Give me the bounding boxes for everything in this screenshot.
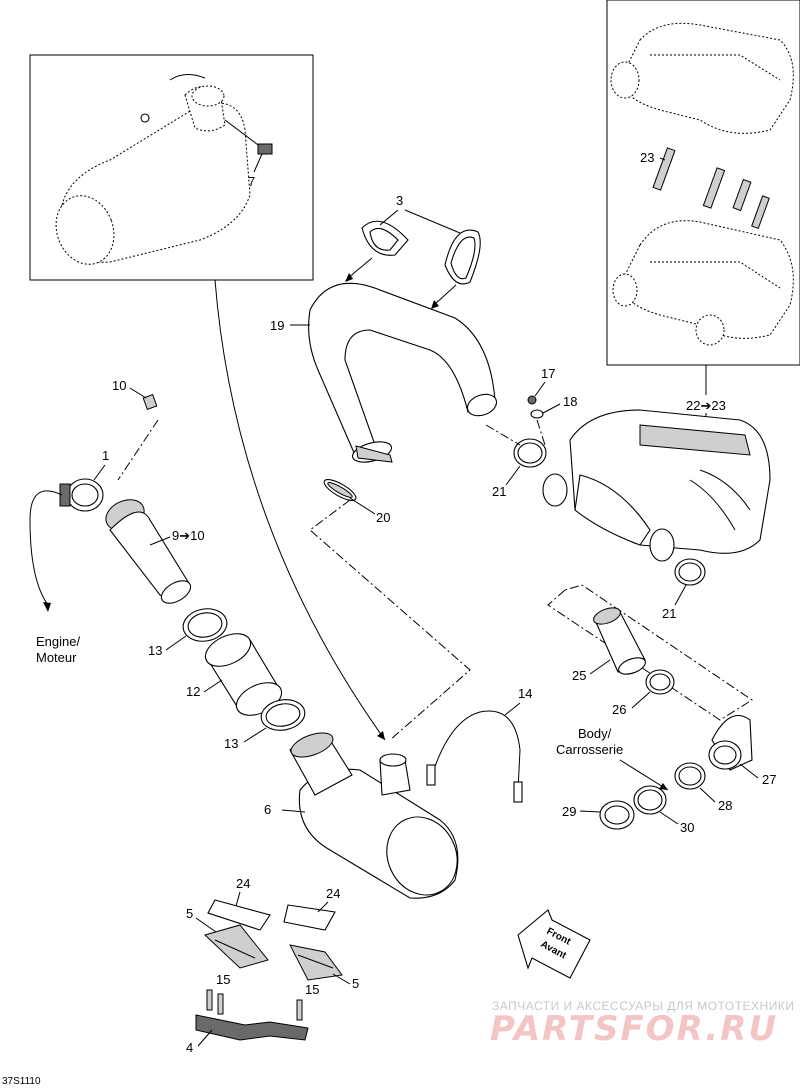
callout-26: 26: [612, 702, 626, 717]
leader-inset-to-6: [214, 279, 386, 741]
callout-20: 20: [376, 510, 390, 525]
callout-15b: 15: [305, 982, 319, 997]
callout-12: 12: [186, 684, 200, 699]
callout-19: 19: [270, 318, 284, 333]
label-engine: Engine/: [36, 634, 80, 649]
callout-18: 18: [563, 394, 577, 409]
callout-22-23: 22➔23: [686, 398, 726, 413]
callout-25: 25: [572, 668, 586, 683]
washer-18: [530, 409, 544, 419]
strap-14: [426, 710, 523, 803]
bolt-15b: [296, 999, 303, 1021]
callout-24a: 24: [236, 876, 250, 891]
callout-21b: 21: [662, 606, 676, 621]
inset-heat-shield-detail: [606, 0, 800, 366]
pad-24a: [207, 899, 271, 931]
label-moteur: Moteur: [36, 650, 77, 665]
callout-5b: 5: [352, 976, 359, 991]
muffler-22: [542, 409, 771, 562]
bolt-17: [527, 395, 537, 405]
label-carrosserie: Carrosserie: [556, 742, 623, 757]
watermark-brand: PARTSFOR.RU: [490, 1009, 778, 1049]
callout-9-10: 9➔10: [172, 528, 205, 543]
callout-3: 3: [396, 193, 403, 208]
coupler-25: [593, 607, 646, 675]
callout-10: 10: [112, 378, 126, 393]
callout-30: 30: [680, 820, 694, 835]
watermark-tagline: ЗАПЧАСТИ И АКСЕССУАРЫ ДЛЯ МОТОТЕХНИКИ: [492, 999, 794, 1013]
callout-1: 1: [102, 448, 109, 463]
callout-15a: 15: [216, 972, 230, 987]
callout-13a: 13: [148, 643, 162, 658]
callout-6: 6: [264, 802, 271, 817]
callout-24b: 24: [326, 886, 340, 901]
outlet-27: [708, 715, 753, 771]
bolt-15a: [206, 989, 213, 1011]
callout-29: 29: [562, 804, 576, 819]
callout-7: 7: [248, 174, 255, 189]
bolt-10: [142, 394, 158, 410]
callout-23: 23: [640, 150, 654, 165]
front-arrow: Front Avant: [517, 909, 591, 979]
bracket-5b: [289, 944, 343, 981]
drawing-code: 37S1110: [2, 1076, 41, 1087]
callout-5a: 5: [186, 906, 193, 921]
callout-14: 14: [518, 686, 532, 701]
exhaust-pipe-19: [308, 282, 498, 463]
inset-muffler-detail: [29, 54, 314, 281]
pad-24b: [283, 904, 336, 931]
callout-4: 4: [186, 1040, 193, 1055]
label-body: Body/: [578, 726, 612, 741]
bracket-4: [195, 1014, 309, 1041]
callout-13b: 13: [224, 736, 238, 751]
callout-27: 27: [762, 772, 776, 787]
callout-21a: 21: [492, 484, 506, 499]
muffler-6: [289, 732, 459, 899]
callout-17: 17: [541, 366, 555, 381]
callout-28: 28: [718, 798, 732, 813]
clamp-1: [59, 478, 104, 512]
exhaust-pipe-9: [105, 499, 192, 604]
